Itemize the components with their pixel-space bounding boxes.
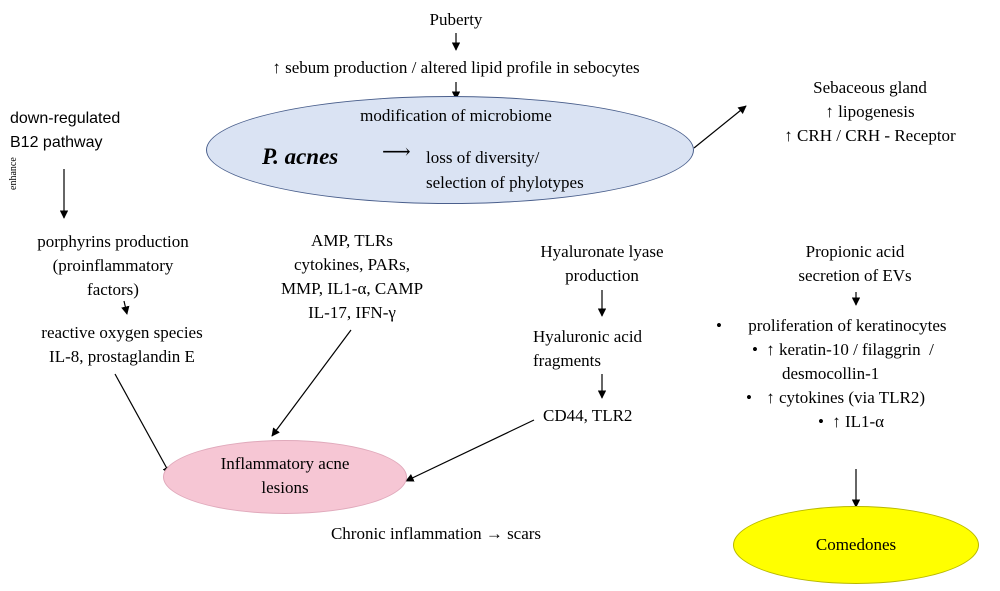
- arrow-mediators-lesions: [271, 329, 352, 437]
- crh-label: ↑ CRH / CRH - Receptor: [784, 126, 956, 145]
- porphyrins-line3: factors): [87, 280, 139, 299]
- il1-label: IL1-α: [844, 412, 885, 431]
- mediators-line2: cytokines, PARs,: [293, 255, 411, 274]
- sebum-label: ↑ sebum production / altered lipid profi…: [272, 58, 640, 77]
- proliferation-label: proliferation of keratinocytes: [748, 316, 947, 335]
- microbiome-modification-label: modification of microbiome: [360, 106, 552, 125]
- b12-line1: down-regulated: [10, 110, 121, 127]
- p-acnes-arrow: ⟶: [382, 141, 411, 163]
- propionic-line2: secretion of EVs: [798, 266, 912, 285]
- lesions-line1: Inflammatory acne: [220, 454, 350, 473]
- inflammatory-lesions-ellipse: [163, 440, 407, 514]
- propionic-line1: Propionic acid: [805, 242, 905, 261]
- cytokines-label: cytokines (via TLR2): [778, 388, 925, 407]
- chronic-inflammation-label: Chronic inflammation → scars: [330, 524, 542, 543]
- ros-line1: reactive oxygen species: [41, 323, 203, 342]
- cd44-tlr2-label: CD44, TLR2: [543, 406, 633, 425]
- arrow-porphyrins-ros: [121, 300, 130, 315]
- puberty-label: Puberty: [429, 10, 483, 29]
- arrow-receptors-lesions: [405, 419, 535, 482]
- bullet: •: [752, 340, 758, 359]
- cytokines-item: • ↑ cytokines (via TLR2): [746, 386, 925, 409]
- keratin-item: • ↑ keratin-10 / filaggrin /: [752, 338, 934, 361]
- proliferation-item: • proliferation of keratinocytes: [716, 314, 947, 337]
- hyaluronate-line2: production: [565, 266, 639, 285]
- hyaluronic-fragments-line1: Hyaluronic acid: [533, 327, 643, 346]
- comedones-label: Comedones: [815, 535, 897, 554]
- bullet: •: [716, 316, 722, 335]
- hyaluronate-line1: Hyaluronate lyase: [540, 242, 664, 261]
- lipogenesis-label: ↑ lipogenesis: [825, 102, 915, 121]
- hyaluronic-fragments-line2: fragments: [533, 351, 601, 370]
- b12-line2: B12 pathway: [10, 134, 103, 151]
- bullet: •: [818, 412, 824, 431]
- p-acnes-label: P. acnes: [262, 144, 339, 169]
- il1-item: • ↑ IL1-α: [818, 410, 884, 433]
- mediators-line4: IL-17, IFN-γ: [308, 303, 396, 322]
- up-arrow-icon: ↑: [766, 388, 775, 407]
- ros-line2: IL-8, prostaglandin E: [49, 347, 195, 366]
- desmocollin-label: desmocollin-1: [782, 364, 880, 383]
- mediators-line3: MMP, IL1-α, CAMP: [280, 279, 424, 298]
- microbiome-outcome-line2: selection of phylotypes: [426, 173, 584, 192]
- lesions-line2: lesions: [261, 478, 309, 497]
- arrow-ros-lesions: [114, 373, 171, 475]
- enhance-label: enhance: [8, 157, 19, 190]
- up-arrow-icon: ↑: [766, 340, 775, 359]
- comedones-ellipse: [733, 506, 979, 584]
- keratin-label: keratin-10 / filaggrin /: [778, 340, 934, 359]
- porphyrins-line1: porphyrins production: [37, 232, 189, 251]
- microbiome-outcome-line1: loss of diversity/: [426, 148, 540, 167]
- bullet: •: [746, 388, 752, 407]
- up-arrow-icon: ↑: [832, 412, 841, 431]
- porphyrins-line2: (proinflammatory: [52, 256, 174, 275]
- sebaceous-gland-label: Sebaceous gland: [813, 78, 927, 97]
- mediators-line1: AMP, TLRs: [311, 231, 393, 250]
- microbiome-ellipse: [206, 96, 694, 204]
- arrow-microbiome-sebaceous: [693, 105, 747, 149]
